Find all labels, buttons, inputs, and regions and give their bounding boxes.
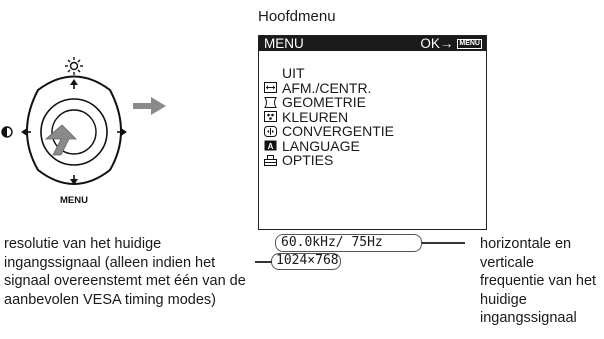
menu-item-geometrie[interactable]: GEOMETRIE: [263, 95, 394, 110]
menu-item-label: LANGUAGE: [282, 137, 360, 154]
frequency-display: 60.0kHz/ 75Hz: [275, 234, 422, 252]
options-icon: [263, 154, 277, 166]
menu-header: MENU OK→ MENU: [259, 36, 486, 51]
menu-item-label: KLEUREN: [282, 108, 349, 125]
menu-item-afm-centr[interactable]: AFM./CENTR.: [263, 79, 394, 96]
down-arrow-icon: [70, 179, 78, 185]
geometry-icon: [263, 96, 277, 108]
up-arrow-icon: [70, 79, 78, 85]
resolution-display: 1024×768: [271, 253, 341, 270]
frequency-leader-line: [422, 242, 465, 244]
main-menu-panel: MENU OK→ MENU UIT AFM./CENTR. GEOMETRIE: [258, 35, 487, 230]
svg-text:A: A: [267, 142, 273, 151]
menu-header-title: MENU: [264, 36, 304, 51]
menu-item-opties[interactable]: OPTIES: [263, 153, 394, 168]
menu-item-convergentie[interactable]: CONVERGENTIE: [263, 124, 394, 139]
left-arrow-icon: [21, 128, 27, 136]
hoofdmenu-title: Hoofdmenu: [258, 8, 336, 25]
brightness-icon: [65, 57, 83, 75]
convergence-icon: [263, 125, 277, 137]
menu-list: UIT AFM./CENTR. GEOMETRIE KLEUREN CONVER…: [263, 66, 394, 168]
menu-item-uit[interactable]: UIT: [263, 66, 394, 81]
menu-header-ok: OK→ MENU: [420, 36, 482, 51]
menu-item-kleuren[interactable]: KLEUREN: [263, 108, 394, 125]
resolution-leader-line: [255, 261, 272, 263]
menu-item-label: CONVERGENTIE: [282, 123, 395, 139]
menu-item-label: OPTIES: [282, 152, 334, 168]
resolution-description: resolutie van het huidige ingangssignaal…: [4, 236, 246, 308]
joystick-illustration: MENU: [1, 57, 127, 206]
frequency-description: horizontale en verticale frequentie van …: [480, 236, 597, 326]
ok-label: OK→: [420, 36, 454, 51]
menu-item-label: AFM./CENTR.: [282, 79, 372, 96]
blank-icon: [263, 67, 277, 79]
menu-button-icon: MENU: [457, 38, 482, 49]
menu-item-label: GEOMETRIE: [282, 94, 367, 110]
joystick-menu-label: MENU: [60, 195, 88, 206]
menu-item-label: UIT: [282, 65, 305, 81]
language-icon: A: [263, 140, 277, 152]
menu-item-language[interactable]: A LANGUAGE: [263, 137, 394, 154]
contrast-icon: [1, 126, 13, 138]
size-center-icon: [263, 82, 277, 94]
right-arrow-icon: [133, 97, 166, 115]
color-icon: [263, 111, 277, 123]
press-arrow-icon: [44, 124, 77, 156]
right-arrow-icon: [121, 128, 127, 136]
